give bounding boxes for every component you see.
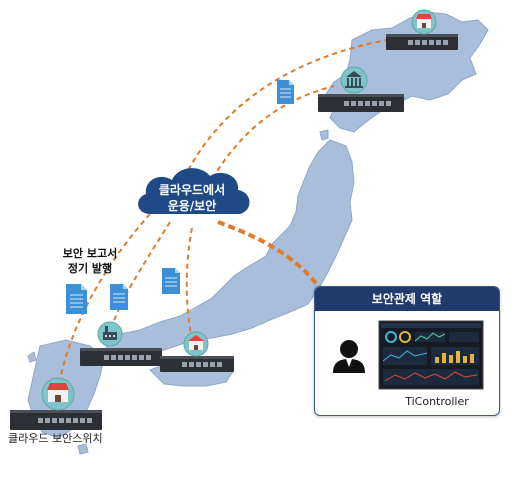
document-icon bbox=[66, 284, 87, 314]
cloud-label: 클라우드에서 운용/보안 bbox=[143, 182, 241, 214]
small-island bbox=[77, 443, 89, 455]
link-cloud-kyushu bbox=[59, 213, 151, 381]
switch-caption: 클라우드 보안스위치 bbox=[8, 432, 103, 445]
panel-title: 보안관제 역할 bbox=[315, 287, 499, 311]
report-label: 보안 보고서 정기 발행 bbox=[40, 246, 140, 276]
link-cloud-north-shop bbox=[179, 37, 399, 187]
shop-icon bbox=[411, 9, 437, 35]
connection-lines bbox=[59, 37, 399, 381]
report-label-line2: 정기 발행 bbox=[67, 262, 113, 275]
panel-graphics bbox=[333, 320, 484, 390]
link-cloud-west-factory bbox=[109, 221, 171, 333]
network-switch bbox=[80, 348, 162, 366]
shop-icon bbox=[183, 331, 209, 357]
factory-icon bbox=[97, 321, 123, 347]
link-cloud-bank bbox=[207, 85, 335, 187]
dashboard-screen bbox=[378, 320, 484, 390]
small-island bbox=[27, 351, 37, 363]
panel-caption: TiController bbox=[405, 395, 469, 408]
cloud-icon bbox=[138, 168, 250, 214]
report-label-line1: 보안 보고서 bbox=[62, 247, 118, 260]
document-icon bbox=[110, 284, 128, 310]
cloud-label-line2: 운용/보안 bbox=[167, 199, 217, 213]
controller-panel: 보안관제 역할 TiController bbox=[314, 286, 500, 416]
cloud-shape bbox=[138, 168, 250, 214]
network-switch bbox=[386, 34, 458, 50]
network-switch bbox=[10, 410, 102, 430]
document-icon bbox=[162, 268, 180, 294]
small-island bbox=[319, 129, 329, 141]
link-cloud-controller bbox=[217, 220, 326, 296]
user-icon bbox=[333, 340, 365, 373]
network-switch bbox=[160, 356, 234, 372]
shop-icon bbox=[41, 377, 75, 411]
link-cloud-central-shop bbox=[185, 227, 193, 341]
bank-icon bbox=[340, 66, 368, 94]
network-switch bbox=[318, 94, 404, 112]
document-icon bbox=[277, 80, 294, 104]
cloud-label-line1: 클라우드에서 bbox=[158, 183, 226, 197]
